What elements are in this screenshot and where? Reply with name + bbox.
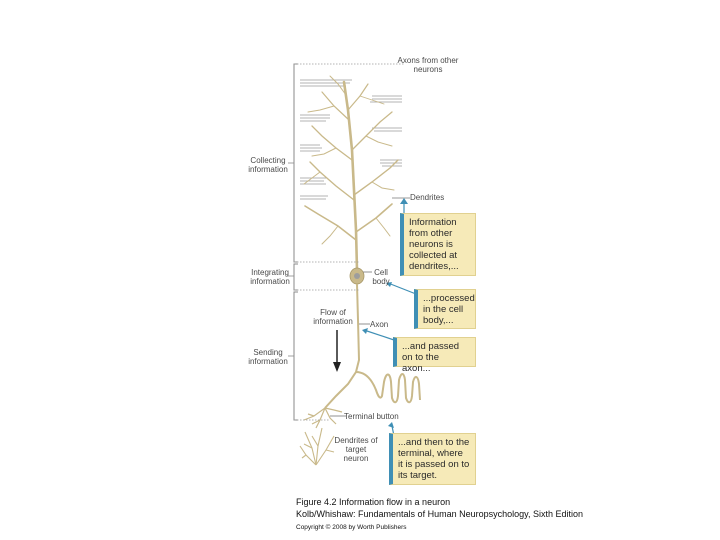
label-flow-of-information: Flow of information [313,308,353,326]
label-dendrites: Dendrites [410,193,445,202]
label-sending-information: Sending information [248,348,288,366]
info-box-processed: ...processed in the cell body,... [414,289,476,329]
guide-lines [294,63,404,421]
figure-title: Figure 4.2 Information flow in a neuron [296,497,451,507]
terminal-arbor [303,407,343,429]
label-cell-body: Cell body [372,268,390,286]
incoming-axons [300,79,402,200]
label-collecting-information: Collecting information [248,156,288,174]
nucleus [354,273,360,279]
label-axons-from-other-neurons: Axons from other neurons [397,56,459,74]
label-integrating-information: Integrating information [250,268,290,286]
info-box-collected: Information from other neurons is collec… [400,213,476,276]
leader-lines [330,197,410,417]
label-terminal-button: Terminal button [344,412,399,421]
target-dendrites [299,427,335,466]
info-box-passed: ...and passed on to the axon... [393,337,476,374]
figure-copyright: Copyright © 2008 by Worth Publishers [296,524,407,531]
dendrite-tree [303,75,399,272]
pointer-heads [362,198,408,428]
axon-path [324,283,421,409]
label-axon: Axon [370,320,389,329]
label-dendrites-of-target-neuron: Dendrites of target neuron [334,436,378,463]
section-brackets [293,63,298,421]
info-box-terminal: ...and then to the terminal, where it is… [389,433,476,485]
bracket-ticks [288,162,294,357]
flow-arrow [333,330,341,372]
figure-source: Kolb/Whishaw: Fundamentals of Human Neur… [296,509,583,519]
